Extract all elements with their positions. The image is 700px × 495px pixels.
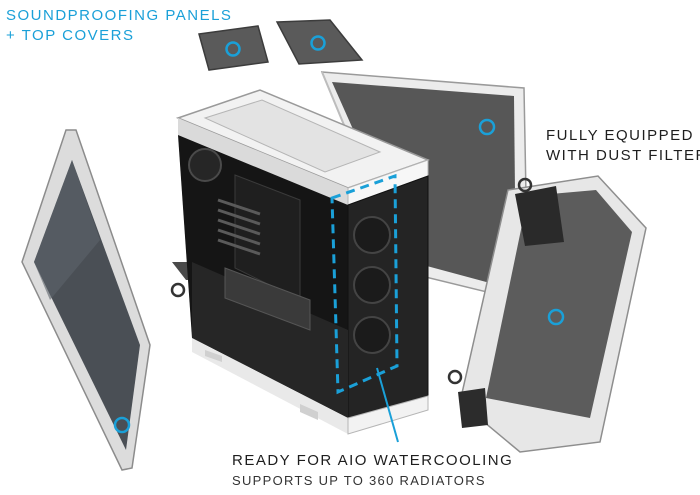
aio-callout: READY FOR AIO WATERCOOLING SUPPORTS UP T…	[232, 451, 513, 491]
hotspot-bottom-filter[interactable]	[447, 369, 463, 385]
hotspot-side-panel[interactable]	[478, 118, 496, 136]
soundproofing-subtitle: + TOP COVERS	[6, 27, 135, 44]
hotspot-front-panel[interactable]	[547, 308, 565, 326]
top-cover-right	[275, 19, 364, 65]
top-cover-left	[198, 25, 269, 71]
hotspot-glass-panel[interactable]	[113, 416, 131, 434]
front-panel-dust-filter	[447, 175, 647, 453]
soundproofing-callout: SOUNDPROOFING PANELS + TOP COVERS	[6, 6, 232, 46]
soundproofing-title: SOUNDPROOFING PANELS	[6, 7, 233, 24]
dust-filter-callout: FULLY EQUIPPED WITH DUST FILTERS	[546, 126, 700, 166]
dust-filter-title: FULLY EQUIPPED	[546, 127, 694, 144]
pc-chassis	[175, 89, 431, 443]
radiator-outline	[330, 173, 399, 395]
hotspot-top-cover-right[interactable]	[310, 35, 326, 51]
hotspot-front-bracket[interactable]	[170, 282, 186, 298]
aio-subtitle: SUPPORTS UP TO 360 RADIATORS	[232, 473, 486, 488]
dust-filter-subtitle: WITH DUST FILTERS	[546, 147, 700, 164]
hotspot-top-filter[interactable]	[517, 177, 533, 193]
aio-title: READY FOR AIO WATERCOOLING	[232, 452, 514, 469]
top-covers	[198, 19, 364, 71]
left-glass-panel	[21, 129, 151, 471]
hotspot-top-cover-left[interactable]	[225, 41, 241, 57]
